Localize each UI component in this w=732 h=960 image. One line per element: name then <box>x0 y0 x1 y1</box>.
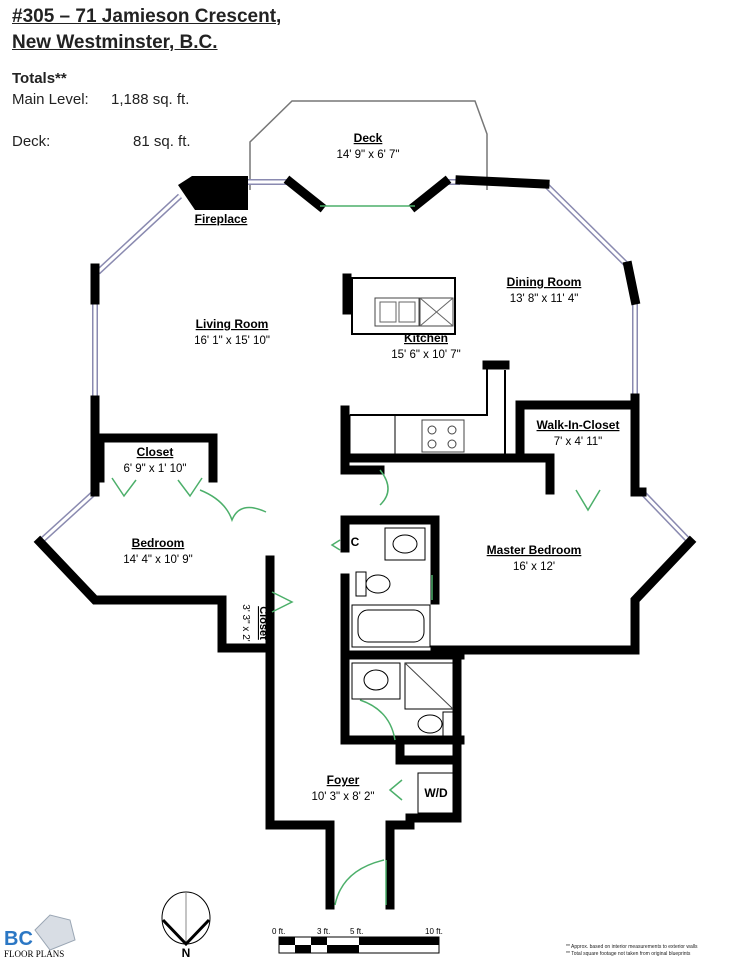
totals-title: Totals** <box>12 70 67 87</box>
walk-in-closet-dims: 7' x 4' 11" <box>554 436 603 448</box>
deck-dims: 14' 9" x 6' 7" <box>336 149 399 161</box>
master-bedroom-dims: 16' x 12' <box>513 561 555 573</box>
living-room-dims: 16' 1" x 15' 10" <box>194 335 270 347</box>
scale-label-3: 3 ft. <box>317 927 330 936</box>
north-compass-icon: N <box>161 891 211 960</box>
foyer-dims: 10' 3" x 8' 2" <box>311 791 374 803</box>
small-closet-label: Closet <box>257 606 269 640</box>
deck-label: Deck: <box>12 133 51 150</box>
bedroom-dims: 14' 4" x 10' 9" <box>123 554 192 566</box>
kitchen-label: Kitchen <box>404 331 448 345</box>
washer-dryer-label: W/D <box>424 786 448 800</box>
listing-address-line1: #305 – 71 Jamieson Crescent, <box>12 6 282 27</box>
scale-label-10: 10 ft. <box>425 927 443 936</box>
foyer-label: Foyer <box>327 773 360 787</box>
walls <box>33 175 697 910</box>
living-room-label: Living Room <box>196 317 269 331</box>
deck-value: 81 sq. ft. <box>133 133 191 150</box>
fireplace-label: Fireplace <box>195 212 248 226</box>
walk-in-closet-label: Walk-In-Closet <box>537 418 620 432</box>
kitchen-island <box>351 277 456 335</box>
bathroom-fixtures <box>351 527 455 814</box>
closet-dims: 6' 9" x 1' 10" <box>123 463 186 475</box>
bc-floor-plans-logo: BC FLOOR PLANS <box>4 914 76 959</box>
windows <box>37 179 693 545</box>
dining-room-dims: 13' 8" x 11' 4" <box>510 293 579 305</box>
listing-address-line2: New Westminster, B.C. <box>12 32 218 53</box>
doors <box>111 205 601 906</box>
kitchen-counter <box>349 365 506 456</box>
linen-closet-label: C <box>351 535 360 549</box>
scale-label-0: 0 ft. <box>272 927 285 936</box>
footnote-2: ** Total square footage not taken from o… <box>566 951 691 957</box>
logo-floor-plans: FLOOR PLANS <box>4 949 64 959</box>
deck-label: Deck <box>354 131 383 145</box>
scale-bar: 0 ft. 3 ft. 5 ft. 10 ft. <box>272 927 443 954</box>
small-closet-dims: 3' 3" x 2' <box>240 604 251 641</box>
logo-bc: BC <box>4 928 33 950</box>
bedroom-label: Bedroom <box>132 536 185 550</box>
footnote-1: ** Approx. based on interior measurement… <box>566 944 698 950</box>
dining-room-label: Dining Room <box>507 275 582 289</box>
main-level-value: 1,188 sq. ft. <box>111 91 190 108</box>
deck-outline <box>249 100 488 190</box>
compass-label: N <box>182 946 191 960</box>
main-level-label: Main Level: <box>12 91 89 108</box>
closet-label: Closet <box>137 445 174 459</box>
kitchen-dims: 15' 6" x 10' 7" <box>391 349 460 361</box>
master-bedroom-label: Master Bedroom <box>487 543 582 557</box>
scale-label-5: 5 ft. <box>350 927 363 936</box>
